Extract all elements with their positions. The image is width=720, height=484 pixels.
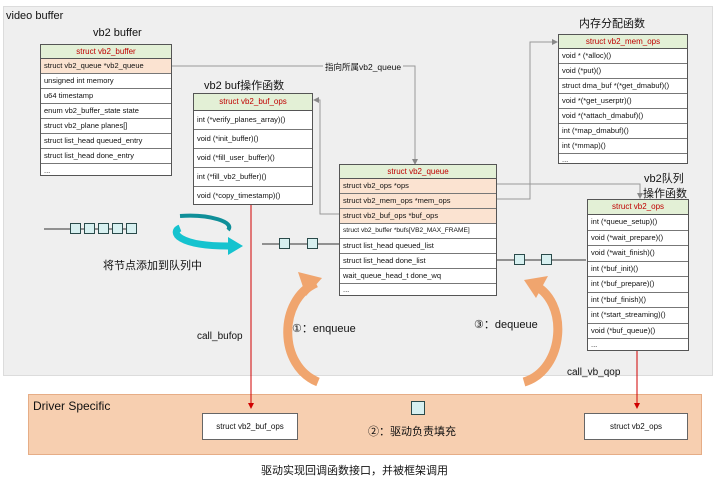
queue-node <box>126 223 137 234</box>
struct-field: enum vb2_buffer_state state <box>41 104 171 119</box>
struct-field: u64 timestamp <box>41 89 171 104</box>
struct-field: void *(*attach_dmabuf)() <box>559 109 687 124</box>
struct-field: void (*wait_prepare)() <box>588 231 688 246</box>
enqueue-label: ①：enqueue <box>292 323 356 335</box>
struct-field: void (*wait_finish)() <box>588 246 688 262</box>
struct-field: void (*fill_user_buffer)() <box>194 149 312 168</box>
add-node-loop-arrow <box>172 224 229 250</box>
struct-field: void (*copy_timestamp)() <box>197 191 281 200</box>
vb2-ops-struct: struct vb2_ops int (*queue_setup)() void… <box>587 199 689 351</box>
vb2-buffer-struct: struct vb2_buffer struct vb2_queue *vb2_… <box>40 44 172 176</box>
struct-field: struct list_head queued_list <box>340 239 496 254</box>
vb2-buffer-label: vb2 buffer <box>93 27 142 39</box>
video-buffer-label: video buffer <box>6 10 64 22</box>
struct-field: struct vb2_buffer *bufs[VB2_MAX_FRAME] <box>340 224 496 239</box>
done-list-node <box>514 254 525 265</box>
caption: 驱动实现回调函数接口，并被框架调用 <box>261 465 448 477</box>
driver-fill-label: ②：驱动负责填充 <box>368 426 456 438</box>
struct-field: void *(*get_userptr)() <box>559 94 687 109</box>
struct-field: struct vb2_plane planes[] <box>41 119 171 134</box>
vb2-buf-ops-header: struct vb2_buf_ops <box>194 94 312 111</box>
dequeue-arrow <box>522 279 563 387</box>
driver-vb2-ops-box: struct vb2_ops <box>584 413 688 440</box>
queue-ops-title-1: vb2队列 <box>644 173 684 185</box>
driver-buf-ops-box: struct vb2_buf_ops <box>202 413 298 440</box>
struct-field: ... <box>44 166 51 175</box>
queued-list-node <box>307 238 318 249</box>
struct-field: struct list_head done_list <box>340 254 496 269</box>
struct-field: struct vb2_queue *vb2_queue <box>41 59 171 74</box>
struct-field: void * (*alloc)() <box>559 49 687 64</box>
struct-field: int (*fill_vb2_buffer)() <box>194 168 312 187</box>
queue-node <box>84 223 95 234</box>
struct-field: int (*mmap)() <box>559 139 687 154</box>
struct-field: struct list_head done_entry <box>41 149 171 164</box>
struct-field: struct vb2_mem_ops *mem_ops <box>340 194 496 209</box>
driver-specific-label: Driver Specific <box>33 399 111 413</box>
struct-field: void (*put)() <box>559 64 687 79</box>
vb2-queue-header: struct vb2_queue <box>340 165 496 179</box>
done-list-node <box>541 254 552 265</box>
struct-field: int (*verify_planes_array)() <box>194 111 312 130</box>
vb2-mem-ops-struct: struct vb2_mem_ops void * (*alloc)() voi… <box>558 34 688 164</box>
driver-node-legend <box>411 401 425 415</box>
points-to-queue-arrow <box>172 65 418 165</box>
struct-field: void (*init_buffer)() <box>194 130 312 149</box>
struct-field: int (*start_streaming)() <box>588 308 688 324</box>
call-vb-qop-label: call_vb_qop <box>567 367 621 378</box>
vb2-buffer-header: struct vb2_buffer <box>41 45 171 59</box>
vb2-queue-struct: struct vb2_queue struct vb2_ops *ops str… <box>339 164 497 296</box>
vb2-mem-ops-header: struct vb2_mem_ops <box>559 35 687 49</box>
struct-field: struct vb2_buf_ops *buf_ops <box>340 209 496 224</box>
queue-node <box>70 223 81 234</box>
struct-field: ... <box>343 285 350 294</box>
struct-field: int (*queue_setup)() <box>588 215 688 231</box>
struct-field: wait_queue_head_t done_wq <box>340 269 496 284</box>
queue-ops-title-2: 操作函数 <box>643 188 687 200</box>
points-to-queue-label: 指向所属vb2_queue <box>323 61 404 73</box>
struct-field: unsigned int memory <box>41 74 171 89</box>
struct-field: int (*buf_init)() <box>588 262 688 277</box>
buf-ops-pointer-arrow <box>313 97 339 215</box>
dequeue-label: ③：dequeue <box>474 319 538 331</box>
queued-list-node <box>279 238 290 249</box>
struct-field: ... <box>591 340 598 349</box>
mem-ops-pointer-arrow <box>497 39 558 200</box>
call-bufop-label: call_bufop <box>197 331 243 342</box>
mem-ops-title: 内存分配函数 <box>579 18 645 30</box>
add-node-label: 将节点添加到队列中 <box>103 260 202 272</box>
struct-field: int (*buf_finish)() <box>588 293 688 308</box>
struct-field: int (*map_dmabuf)() <box>559 124 687 139</box>
ops-pointer-arrow <box>497 183 643 199</box>
struct-field: struct vb2_ops *ops <box>340 179 496 194</box>
struct-field: int (*buf_prepare)() <box>588 277 688 293</box>
queue-node <box>112 223 123 234</box>
vb2-buf-ops-title: vb2 buf操作函数 <box>204 80 285 92</box>
struct-field: void (*buf_queue)() <box>588 324 688 339</box>
struct-field: struct list_head queued_entry <box>41 134 171 149</box>
struct-field: ... <box>562 155 569 164</box>
struct-field: struct dma_buf *(*get_dmabuf)() <box>559 79 687 94</box>
queue-node <box>98 223 109 234</box>
vb2-buf-ops-struct: struct vb2_buf_ops int (*verify_planes_a… <box>193 93 313 205</box>
vb2-ops-header: struct vb2_ops <box>588 200 688 215</box>
